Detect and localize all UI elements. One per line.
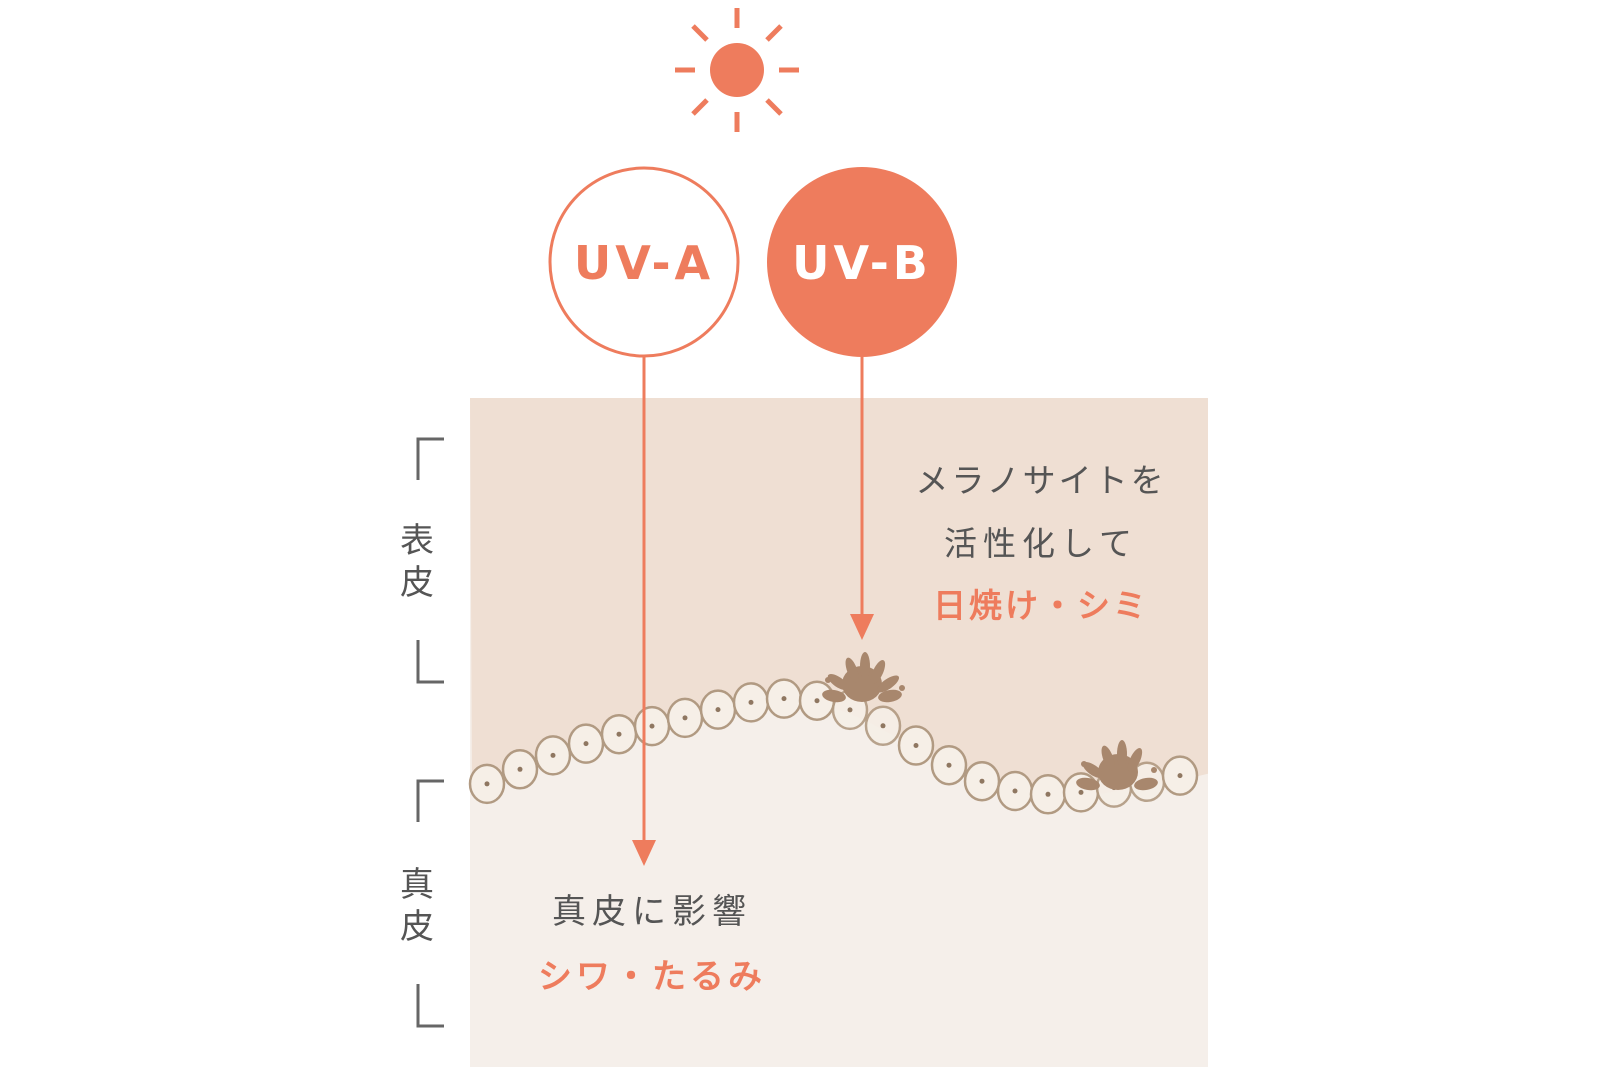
cell-nucleus bbox=[880, 723, 886, 729]
cell-nucleus bbox=[715, 707, 721, 713]
cell-nucleus bbox=[583, 741, 589, 747]
cell-nucleus bbox=[550, 752, 556, 758]
dermis-label-1: 真 bbox=[400, 865, 434, 905]
epidermis-layer bbox=[470, 398, 1208, 799]
cell-nucleus bbox=[814, 698, 820, 704]
cell-nucleus bbox=[781, 696, 787, 702]
uv-a-effect-line1: 真皮に影響 bbox=[552, 892, 752, 932]
dermis-label-2: 皮 bbox=[400, 907, 434, 947]
sun-icon bbox=[675, 8, 799, 132]
cell-nucleus bbox=[682, 715, 688, 721]
cell-nucleus bbox=[1177, 773, 1183, 779]
uv-b-effect-line1: メラノサイトを bbox=[915, 461, 1166, 500]
uv-b-label: UV-B bbox=[792, 236, 932, 290]
dermis-bracket-bottom bbox=[416, 984, 444, 1028]
cell-nucleus bbox=[517, 766, 523, 772]
uv-b-arrow bbox=[850, 357, 874, 640]
uv-a-badge: UV-A bbox=[548, 166, 740, 358]
cell-nucleus bbox=[1012, 788, 1018, 794]
cell-nucleus bbox=[1045, 791, 1051, 797]
uv-a-arrow bbox=[632, 356, 656, 866]
melanocyte-icon bbox=[822, 652, 905, 703]
cell-nucleus bbox=[649, 723, 655, 729]
dermis-bracket-top bbox=[416, 779, 444, 822]
uv-b-badge: UV-B bbox=[767, 167, 957, 357]
uv-b-effect-line2: 活性化して bbox=[944, 524, 1138, 563]
epidermis-label-2: 皮 bbox=[400, 563, 434, 603]
melanocyte-icon bbox=[1076, 740, 1158, 791]
cell-nucleus bbox=[847, 707, 853, 713]
epidermis-bracket-top bbox=[416, 437, 444, 480]
epidermis-label-1: 表 bbox=[400, 521, 434, 561]
cell-nucleus bbox=[979, 778, 985, 784]
cell-nucleus bbox=[913, 743, 919, 748]
cell-nucleus bbox=[946, 762, 952, 768]
cell-nucleus bbox=[748, 699, 754, 705]
cell-nucleus bbox=[1078, 789, 1084, 795]
cell-nucleus bbox=[616, 731, 622, 737]
uv-a-label: UV-A bbox=[574, 236, 714, 290]
cell-nucleus bbox=[484, 781, 490, 787]
uv-b-effect-highlight: 日焼け・シミ bbox=[933, 586, 1149, 625]
uv-a-effect-highlight: シワ・たるみ bbox=[538, 957, 766, 997]
epidermis-bracket-bottom bbox=[416, 640, 444, 684]
